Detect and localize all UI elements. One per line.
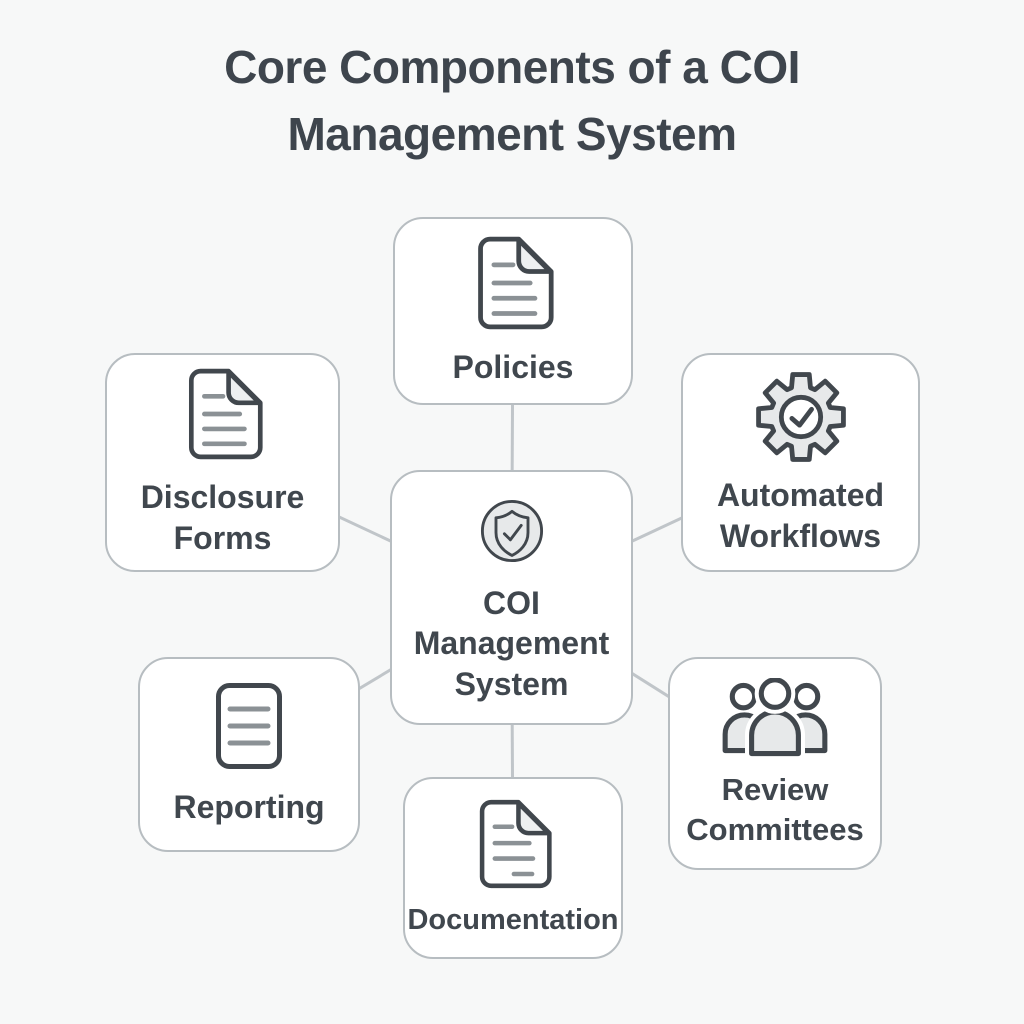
document-icon xyxy=(478,236,554,330)
node-label: COI Management System xyxy=(413,585,610,702)
page-title: Core Components of a COI Management Syst… xyxy=(224,41,800,161)
gear-check-icon xyxy=(755,372,846,463)
node-review-committees: Review Committees xyxy=(668,657,882,870)
shield-check-icon xyxy=(480,499,543,563)
lined-document-icon xyxy=(216,683,282,770)
node-label: Automated Workflows xyxy=(716,477,885,554)
document-icon xyxy=(182,367,264,461)
node-documentation: Documentation xyxy=(403,777,623,959)
shield-check-icon xyxy=(472,491,552,571)
node-label: Documentation xyxy=(407,903,619,936)
node-label: Disclosure Forms xyxy=(140,479,305,556)
node-coi-management-system: COI Management System xyxy=(390,470,633,725)
node-label: Policies xyxy=(452,348,574,385)
node-policies: Policies xyxy=(393,217,633,405)
document-icon xyxy=(471,235,555,331)
lined-document-icon xyxy=(213,681,285,771)
people-group-icon xyxy=(722,678,828,759)
document-icon xyxy=(473,798,553,890)
document-icon xyxy=(188,368,263,460)
gear-check-icon xyxy=(753,369,849,465)
node-label: Review Committees xyxy=(686,772,864,847)
node-disclosure-forms: Disclosure Forms xyxy=(105,353,340,572)
people-group-icon xyxy=(716,678,834,759)
document-icon xyxy=(479,799,552,888)
node-reporting: Reporting xyxy=(138,657,360,852)
node-automated-workflows: Automated Workflows xyxy=(681,353,920,572)
node-label: Reporting xyxy=(173,789,325,826)
